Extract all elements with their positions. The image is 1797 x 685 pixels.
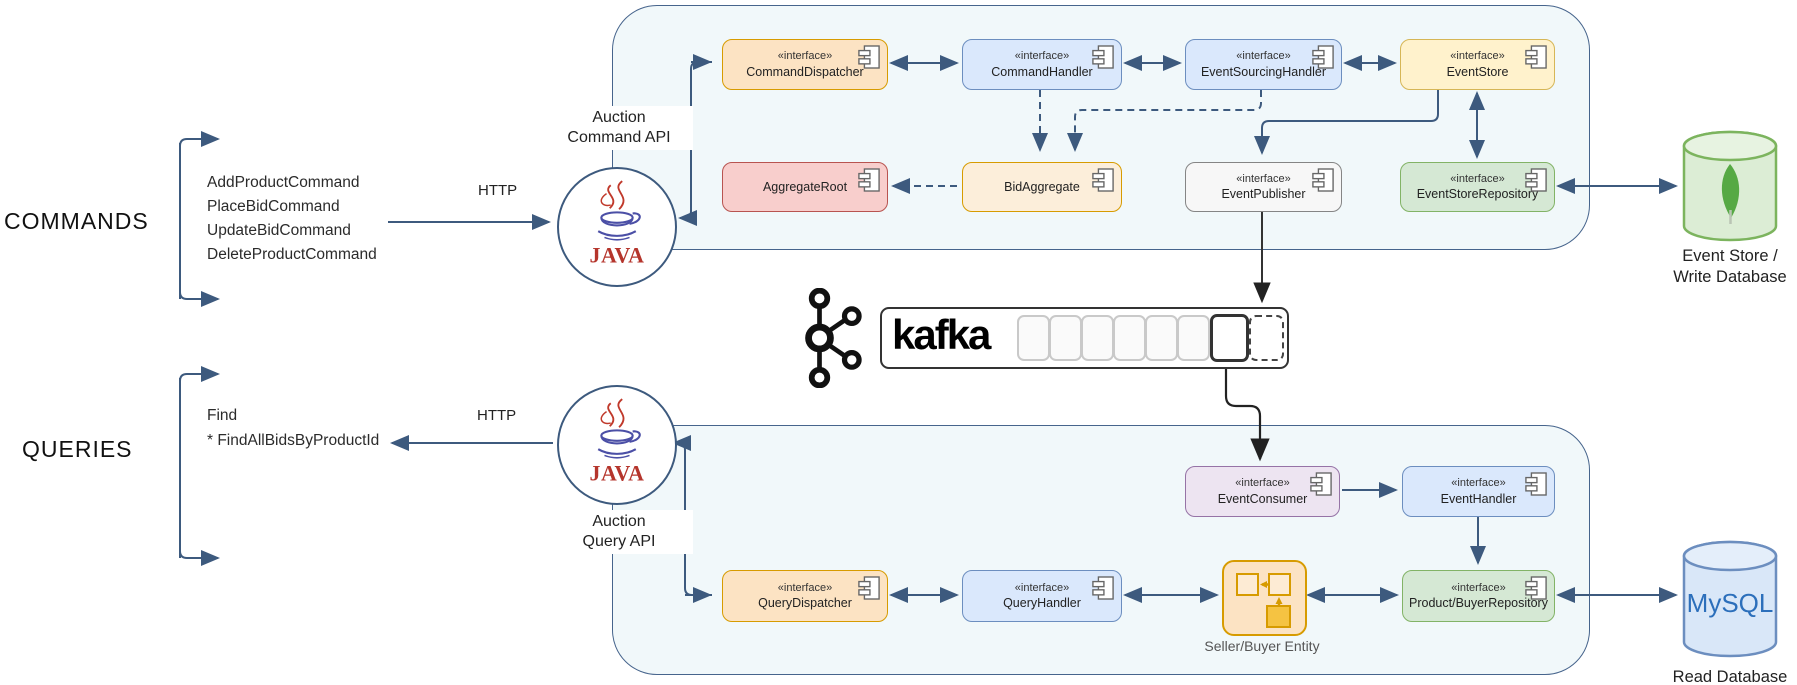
kafka-slot bbox=[1145, 315, 1178, 361]
command-item: PlaceBidCommand bbox=[207, 198, 340, 215]
commands-bracket-top-arrow bbox=[179, 131, 220, 299]
component-command-dispatcher: «interface» CommandDispatcher bbox=[722, 39, 888, 90]
kafka-consumer-link bbox=[1224, 359, 1270, 462]
query-item: Find bbox=[207, 407, 238, 424]
commands-list: AddProductCommand PlaceBidCommand Update… bbox=[207, 171, 377, 267]
command-item: UpdateBidCommand bbox=[207, 222, 351, 239]
seller-buyer-entity-label: Seller/Buyer Entity bbox=[1204, 638, 1320, 654]
mysql-label: MySQL bbox=[1686, 588, 1774, 618]
kafka-slot bbox=[1177, 315, 1210, 361]
component-product-buyer-repository: «interface» Product/BuyerRepository bbox=[1402, 570, 1555, 622]
kafka-slot bbox=[1113, 315, 1146, 361]
commands-bracket-bottom-arrow bbox=[179, 143, 220, 307]
kafka-slot bbox=[1017, 315, 1050, 361]
uml-component-icon bbox=[1525, 45, 1547, 69]
java-logo-icon: JAVA bbox=[590, 180, 645, 267]
http-label-commands: HTTP bbox=[478, 182, 518, 199]
kafka-slot bbox=[1081, 315, 1114, 361]
java-command-api-node: JAVA bbox=[557, 167, 677, 287]
uml-component-icon bbox=[1092, 168, 1114, 192]
queries-bracket-top-arrow bbox=[179, 366, 220, 558]
uml-component-icon bbox=[858, 168, 880, 192]
uml-component-icon bbox=[1525, 472, 1547, 496]
http-label-queries: HTTP bbox=[477, 407, 517, 424]
component-query-handler: «interface» QueryHandler bbox=[962, 570, 1122, 622]
kafka-slot-current bbox=[1210, 314, 1249, 362]
component-event-sourcing-handler: «interface» EventSourcingHandler bbox=[1185, 39, 1342, 90]
queries-bracket-bottom-arrow bbox=[179, 378, 220, 566]
uml-component-icon bbox=[1312, 45, 1334, 69]
uml-component-icon bbox=[1525, 168, 1547, 192]
queries-list: Find * FindAllBidsByProductId bbox=[207, 403, 379, 453]
java-logo-icon: JAVA bbox=[590, 398, 645, 485]
commands-title: COMMANDS bbox=[4, 208, 149, 234]
kafka-wordmark: kafka bbox=[892, 311, 991, 358]
command-item: AddProductCommand bbox=[207, 174, 360, 191]
seller-buyer-entity-node bbox=[1222, 560, 1307, 636]
component-event-consumer: «interface» EventConsumer bbox=[1185, 466, 1340, 517]
component-aggregate-root: AggregateRoot bbox=[722, 162, 888, 212]
query-item: * FindAllBidsByProductId bbox=[207, 432, 380, 449]
mysql-cylinder-icon bbox=[1682, 540, 1778, 658]
auction-query-api-label: Auction Query API bbox=[545, 510, 693, 554]
kafka-slot-incoming bbox=[1249, 315, 1284, 361]
kafka-slot bbox=[1049, 315, 1082, 361]
component-event-store: «interface» EventStore bbox=[1400, 39, 1555, 90]
auction-command-api-label: Auction Command API bbox=[545, 106, 693, 150]
kafka-logo-icon bbox=[805, 288, 862, 388]
component-command-handler: «interface» CommandHandler bbox=[962, 39, 1122, 90]
uml-component-icon bbox=[858, 576, 880, 600]
uml-component-icon bbox=[1092, 45, 1114, 69]
uml-component-icon bbox=[858, 45, 880, 69]
command-item: DeleteProductCommand bbox=[207, 246, 377, 263]
component-event-publisher: «interface» EventPublisher bbox=[1185, 162, 1342, 212]
eventstore-publisher-link bbox=[1254, 90, 1439, 155]
component-query-dispatcher: «interface» QueryDispatcher bbox=[722, 570, 888, 622]
read-database-label: Read Database bbox=[1672, 668, 1788, 685]
uml-component-icon bbox=[1525, 576, 1547, 600]
mongodb-cylinder-icon bbox=[1682, 130, 1778, 242]
java-query-api-node: JAVA bbox=[557, 385, 677, 505]
svg-text:JAVA: JAVA bbox=[590, 242, 645, 267]
entity-class-diagram-icon bbox=[1236, 573, 1291, 628]
component-bid-aggregate: BidAggregate bbox=[962, 162, 1122, 212]
component-event-store-repository: «interface» EventStoreRepository bbox=[1400, 162, 1555, 212]
queries-title: QUERIES bbox=[22, 436, 133, 462]
uml-component-icon bbox=[1092, 576, 1114, 600]
uml-component-icon bbox=[1312, 168, 1334, 192]
mongodb-leaf-icon bbox=[1721, 164, 1740, 218]
uml-component-icon bbox=[1310, 472, 1332, 496]
sourcinghandler-bidaggregate-link bbox=[1067, 90, 1262, 152]
kafka-topic-queue: kafka bbox=[880, 307, 1289, 369]
component-event-handler: «interface» EventHandler bbox=[1402, 466, 1555, 517]
svg-text:JAVA: JAVA bbox=[590, 460, 645, 485]
write-database-label: Event Store / Write Database bbox=[1673, 247, 1787, 286]
